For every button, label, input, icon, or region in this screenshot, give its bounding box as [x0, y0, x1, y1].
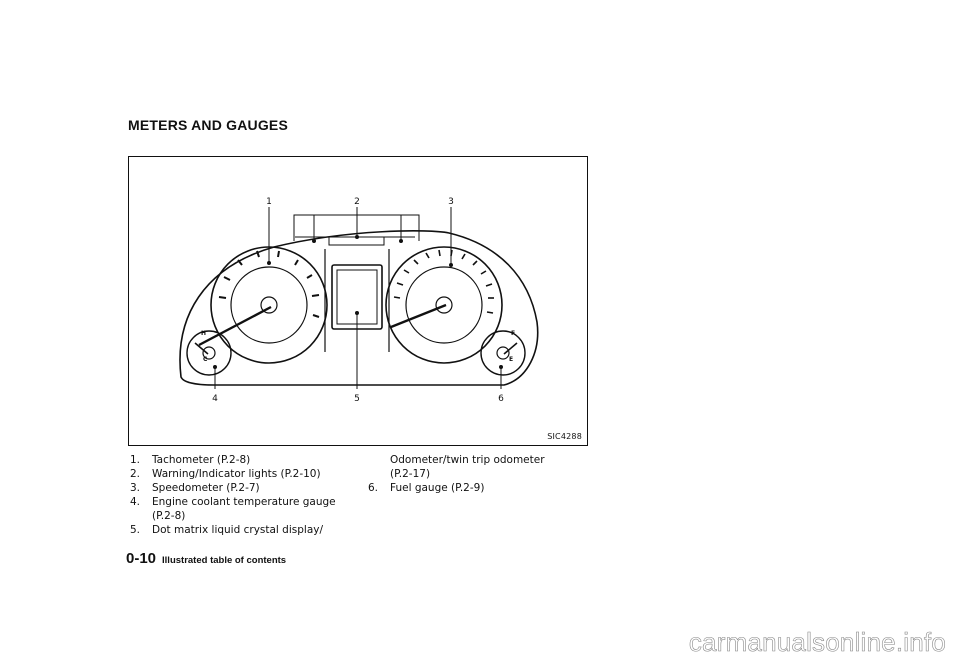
caption-list-right: Odometer/twin trip odometer (P.2-17) 6.F…: [368, 453, 588, 495]
caption-item: 4.Engine coolant temperature gauge: [130, 496, 336, 508]
coolant-temperature-gauge: [186, 330, 232, 376]
caption-item: 5.Dot matrix liquid crystal display/: [130, 524, 324, 536]
speedometer-needle: [390, 303, 447, 329]
fuel-empty-mark: E: [509, 356, 513, 363]
temp-cold-mark: C: [203, 356, 208, 363]
page-footer: 0-10 Illustrated table of contents: [126, 550, 286, 568]
tachometer-ticks: [218, 250, 320, 318]
speedometer-ticks: [393, 249, 494, 314]
caption-item: 6.Fuel gauge (P.2-9): [368, 482, 485, 494]
speedometer-dial: [385, 246, 503, 364]
callout-6: 6: [498, 394, 504, 404]
caption-item-continuation: (P.2-8): [152, 510, 186, 522]
callout-1: 1: [266, 197, 272, 207]
caption-item-continuation: (P.2-17): [390, 468, 431, 480]
caption-item: 2.Warning/Indicator lights (P.2-10): [130, 468, 321, 480]
callout-3: 3: [448, 197, 454, 207]
caption-item: 1.Tachometer (P.2-8): [130, 454, 251, 466]
instrument-cluster-illustration: H C F E 1 2 3 4 5 6: [179, 197, 539, 404]
footer-title: Illustrated table of contents: [162, 555, 287, 566]
fuel-gauge: [480, 330, 526, 376]
caption-item-continuation: Odometer/twin trip odometer: [390, 454, 545, 466]
fuel-full-mark: F: [511, 330, 515, 337]
section-title: METERS AND GAUGES: [128, 117, 289, 133]
page-number: 0-10: [126, 550, 157, 567]
tachometer-needle: [198, 305, 272, 347]
callout-5: 5: [354, 394, 360, 404]
callout-4: 4: [212, 394, 218, 404]
watermark: carmanualsonline.info: [688, 627, 947, 658]
figure-id: SIC4288: [547, 432, 582, 441]
callout-2: 2: [354, 197, 360, 207]
instrument-cluster-figure: H C F E 1 2 3 4 5 6 SIC4288: [128, 156, 588, 446]
caption-item: 3.Speedometer (P.2-7): [130, 482, 260, 494]
cluster-housing: [179, 230, 539, 386]
temp-hot-mark: H: [201, 330, 206, 337]
center-panel: [324, 249, 390, 352]
caption-list-left: 1.Tachometer (P.2-8) 2.Warning/Indicator…: [130, 453, 360, 537]
tachometer-dial: [198, 246, 328, 364]
